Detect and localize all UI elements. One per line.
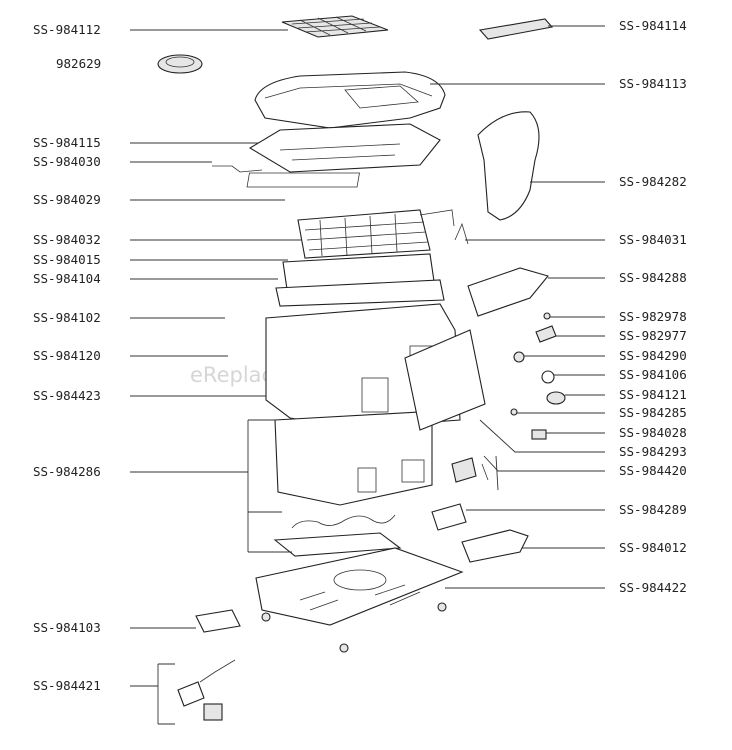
switch-part [451,457,477,483]
part-label-ss-984115: SS-984115 [33,135,101,150]
part-label-ss-984121: SS-984121 [619,387,687,402]
lid-inner-frame-part [248,123,441,173]
part-label-ss-984422: SS-984422 [619,580,687,595]
left-leader-lines [130,29,302,725]
clip-part [454,222,469,245]
foot-part [437,602,447,612]
part-label-ss-984112: SS-984112 [33,22,101,37]
lamp-bulb-part [510,408,518,416]
control-panel-part [404,329,486,431]
bottom-tray-part [255,547,464,626]
left-labels: SS-984112 982629 SS-984115 SS-984030 SS-… [33,22,101,693]
part-label-ss-984030: SS-984030 [33,154,101,169]
part-label-ss-982978: SS-982978 [619,309,687,324]
part-label-ss-984289: SS-984289 [619,502,687,517]
part-label-ss-984288: SS-984288 [619,270,687,285]
part-label-982629: 982629 [56,56,101,71]
part-label-ss-984282: SS-984282 [619,174,687,189]
thermostat-part [546,391,566,405]
part-label-ss-984032: SS-984032 [33,232,101,247]
part-label-ss-984420: SS-984420 [619,463,687,478]
part-label-ss-984290: SS-984290 [619,348,687,363]
knob-part [535,325,557,343]
heating-element-part [291,514,396,529]
ring-part [541,370,555,384]
part-label-ss-984286: SS-984286 [33,464,101,479]
part-label-ss-984104: SS-984104 [33,271,101,286]
part-label-ss-984103: SS-984103 [33,620,101,635]
part-label-ss-984102: SS-984102 [33,310,101,325]
part-label-ss-984293: SS-984293 [619,444,687,459]
bowl-rim-part [275,279,445,307]
part-label-ss-984285: SS-984285 [619,405,687,420]
part-label-ss-984113: SS-984113 [619,76,687,91]
spring-part [513,351,525,363]
wire-part [212,165,263,173]
right-labels: SS-984114 SS-984113 SS-984282 SS-984031 … [619,18,687,595]
lid-strip-part [478,18,554,40]
part-label-ss-984029: SS-984029 [33,192,101,207]
right-leader-lines [430,25,605,589]
part-label-ss-984421: SS-984421 [33,678,101,693]
round-filter-part [157,54,203,74]
lever-part [461,529,529,563]
part-label-ss-984423: SS-984423 [33,388,101,403]
switch-wire [481,463,489,481]
part-label-ss-984012: SS-984012 [619,540,687,555]
element-plate-part [273,532,402,557]
foot-part [339,643,349,653]
part-label-ss-984106: SS-984106 [619,367,687,382]
part-label-ss-984114: SS-984114 [619,18,687,33]
gasket-part [246,172,360,188]
part-label-ss-984031: SS-984031 [619,232,687,247]
part-label-ss-984015: SS-984015 [33,252,101,267]
part-label-ss-982977: SS-982977 [619,328,687,343]
basket-part [297,209,455,259]
pilot-lamp-part [543,312,551,320]
foot-part [261,612,271,622]
microswitch-part [431,503,467,531]
terminal-part [531,429,547,440]
part-label-ss-984120: SS-984120 [33,348,101,363]
handle-part [477,111,540,221]
filter-grid-part [281,15,389,38]
lid-part [254,71,446,129]
thermostat-support-part [467,267,549,317]
base-shell-part [274,411,433,506]
part-label-ss-984028: SS-984028 [619,425,687,440]
bracket-part [195,609,241,633]
power-cord-part [177,659,236,721]
